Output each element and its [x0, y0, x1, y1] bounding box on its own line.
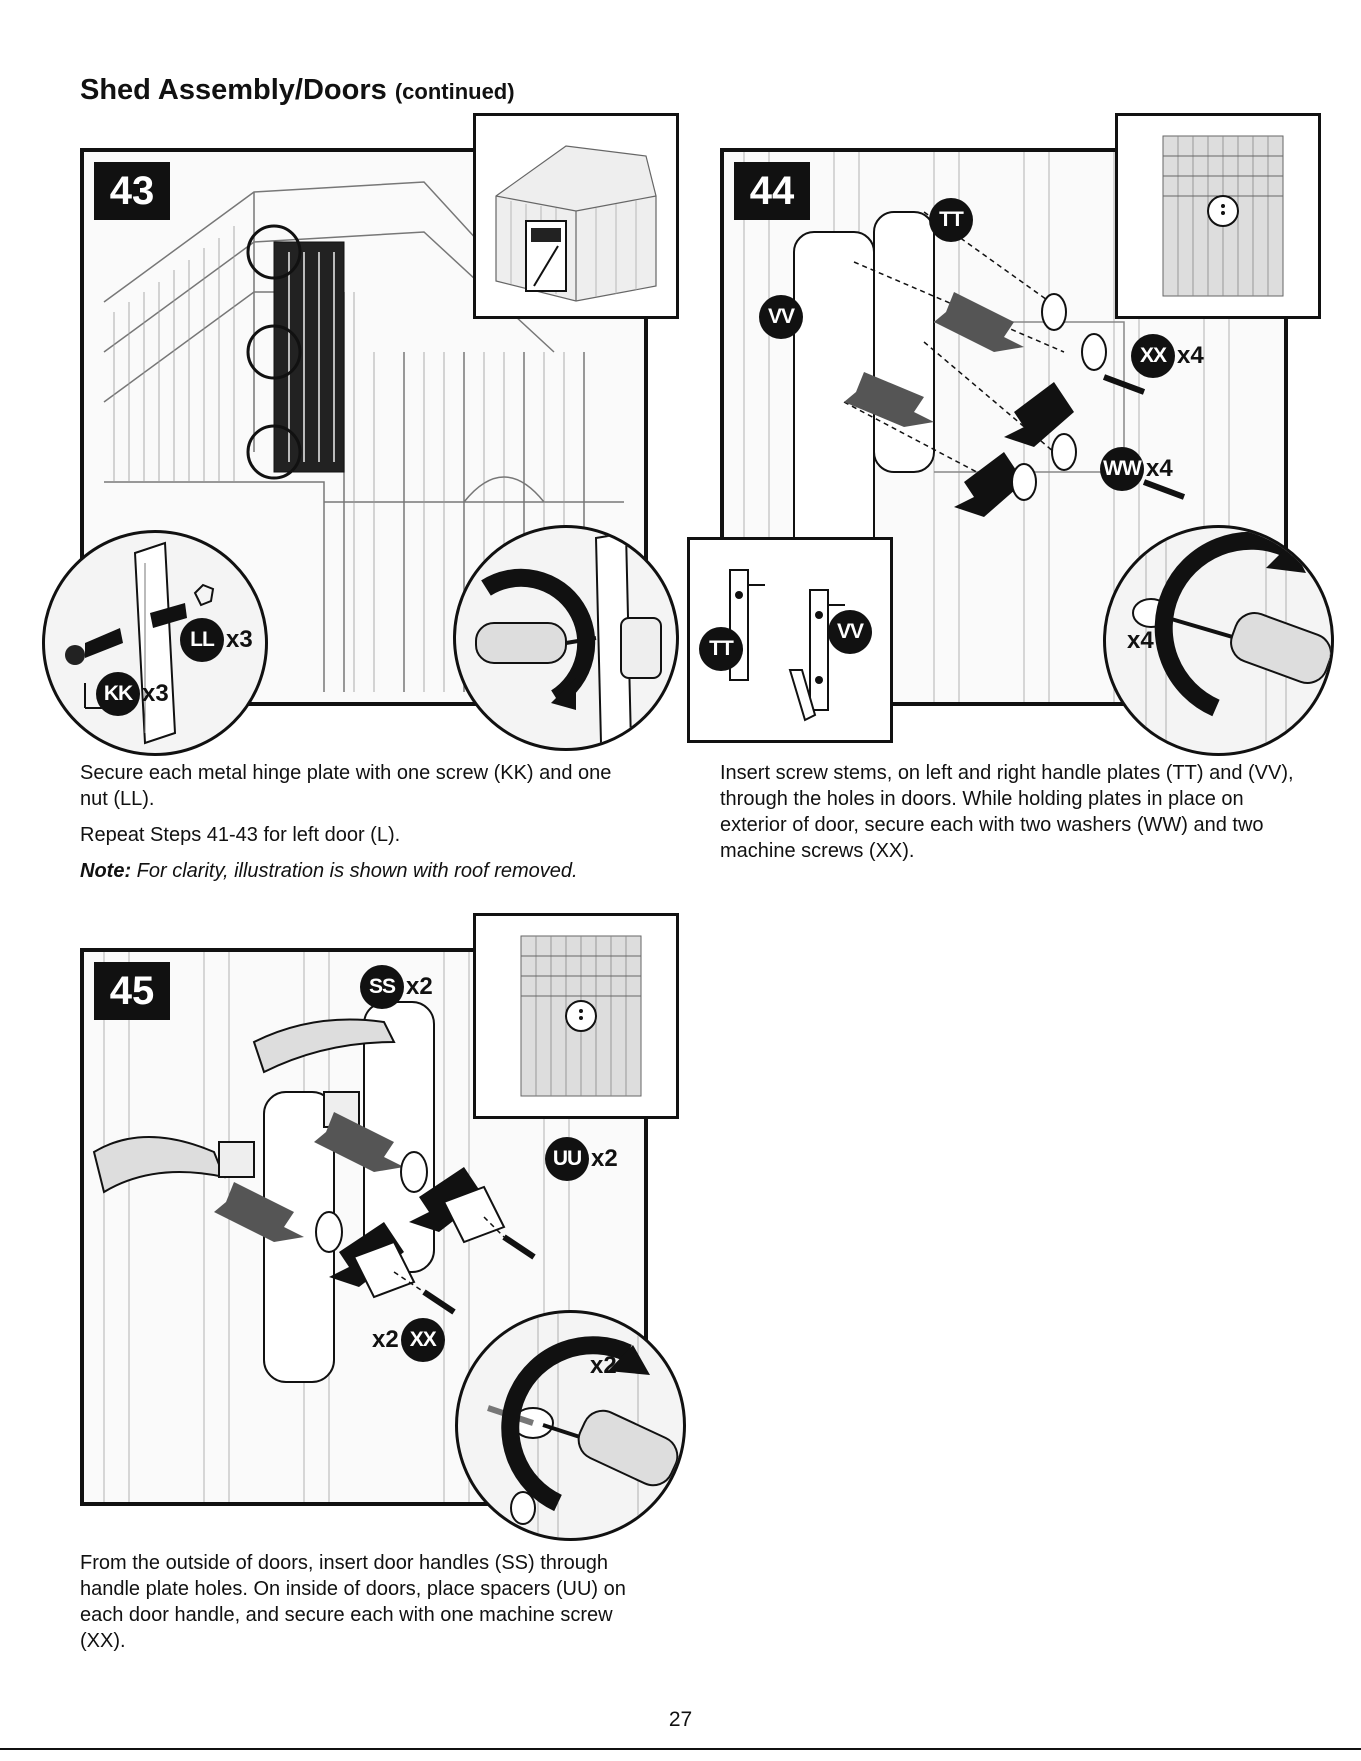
- footer-rule: [0, 1748, 1361, 1750]
- step-43-instructions: Secure each metal hinge plate with one s…: [80, 760, 640, 894]
- part-qty-XX-45: x2: [372, 1326, 399, 1353]
- shed-overview-drawing: [495, 145, 657, 302]
- inset-part-code-VV: VV: [828, 610, 872, 654]
- page-title-subtitle: (continued): [394, 79, 515, 104]
- part-qty-KK: x3: [142, 680, 169, 707]
- part-qty-LL: x3: [226, 626, 253, 653]
- part-qty-WW: x4: [1146, 455, 1173, 482]
- door-pair-overview-drawing: [1162, 135, 1284, 297]
- step-45-callout-qty: x2: [590, 1352, 617, 1379]
- step-number-badge: 45: [94, 962, 170, 1020]
- part-tag-VV: VV: [759, 295, 805, 339]
- step-44-text: Insert screw stems, on left and right ha…: [720, 762, 1294, 862]
- part-tag-TT: TT: [929, 198, 975, 242]
- part-tag-XX-45: XX x2: [372, 1318, 445, 1362]
- part-code-WW: WW: [1100, 447, 1144, 491]
- page-title-main: Shed Assembly/Doors: [80, 74, 387, 106]
- step-44-door-overview-inset: [1115, 113, 1321, 319]
- page-number: 27: [668, 1708, 693, 1731]
- part-tag-XX: XX x4: [1131, 334, 1204, 378]
- screwdriver-wrench-detail: [475, 531, 662, 744]
- part-qty-SS: x2: [406, 973, 433, 1000]
- hinge-plate-detail: [65, 541, 215, 745]
- part-code-VV: VV: [759, 295, 803, 339]
- part-tag-SS: SS x2: [360, 965, 433, 1009]
- part-qty-XX: x4: [1177, 342, 1204, 369]
- part-qty-UU: x2: [591, 1145, 618, 1172]
- step-45-instructions: From the outside of doors, insert door h…: [80, 1550, 640, 1664]
- part-tag-WW: WW x4: [1100, 447, 1173, 491]
- part-code-LL: LL: [180, 618, 224, 662]
- step-43-note: Note: For clarity, illustration is shown…: [80, 858, 640, 884]
- door-pair-overview-drawing: [520, 935, 642, 1097]
- step-45-door-overview-inset: [473, 913, 679, 1119]
- inset-part-code-TT: TT: [699, 627, 743, 671]
- step-45-tighten-callout: [455, 1310, 686, 1541]
- step-44-tighten-callout: [1103, 525, 1334, 756]
- part-code-UU: UU: [545, 1137, 589, 1181]
- note-text: For clarity, illustration is shown with …: [136, 860, 578, 882]
- note-label: Note:: [80, 860, 132, 882]
- screwdriver-detail: [1132, 528, 1331, 753]
- part-code-SS: SS: [360, 965, 404, 1009]
- part-tag-UU: UU x2: [545, 1137, 618, 1181]
- step-44-callout-qty: x4: [1127, 627, 1154, 654]
- step-45-text: From the outside of doors, insert door h…: [80, 1552, 626, 1652]
- step-44-instructions: Insert screw stems, on left and right ha…: [720, 760, 1300, 874]
- page-title: Shed Assembly/Doors (continued): [80, 74, 515, 107]
- step-number-badge: 43: [94, 162, 170, 220]
- step-43-tighten-callout: [453, 525, 679, 751]
- part-tag-LL: LL x3: [180, 618, 253, 662]
- part-tag-KK: KK x3: [96, 672, 169, 716]
- part-code-XX-45: XX: [400, 1318, 445, 1362]
- step-number-badge: 44: [734, 162, 810, 220]
- part-code-XX: XX: [1131, 334, 1175, 378]
- step-43-hinge-screw-callout: [42, 530, 268, 756]
- step-43-text-repeat: Repeat Steps 41-43 for left door (L).: [80, 824, 401, 846]
- part-code-KK: KK: [96, 672, 140, 716]
- part-code-TT: TT: [929, 198, 973, 242]
- screwdriver-detail: [487, 1313, 679, 1538]
- inset-part-tag-VV: VV: [828, 610, 872, 654]
- step-43-shed-overview-inset: [473, 113, 679, 319]
- door-handle-plate-drawing: [743, 152, 1230, 702]
- step-43-text-secure: Secure each metal hinge plate with one s…: [80, 762, 612, 810]
- inset-part-tag-TT: TT: [699, 627, 743, 671]
- door-handle-install-drawing: [92, 952, 570, 1502]
